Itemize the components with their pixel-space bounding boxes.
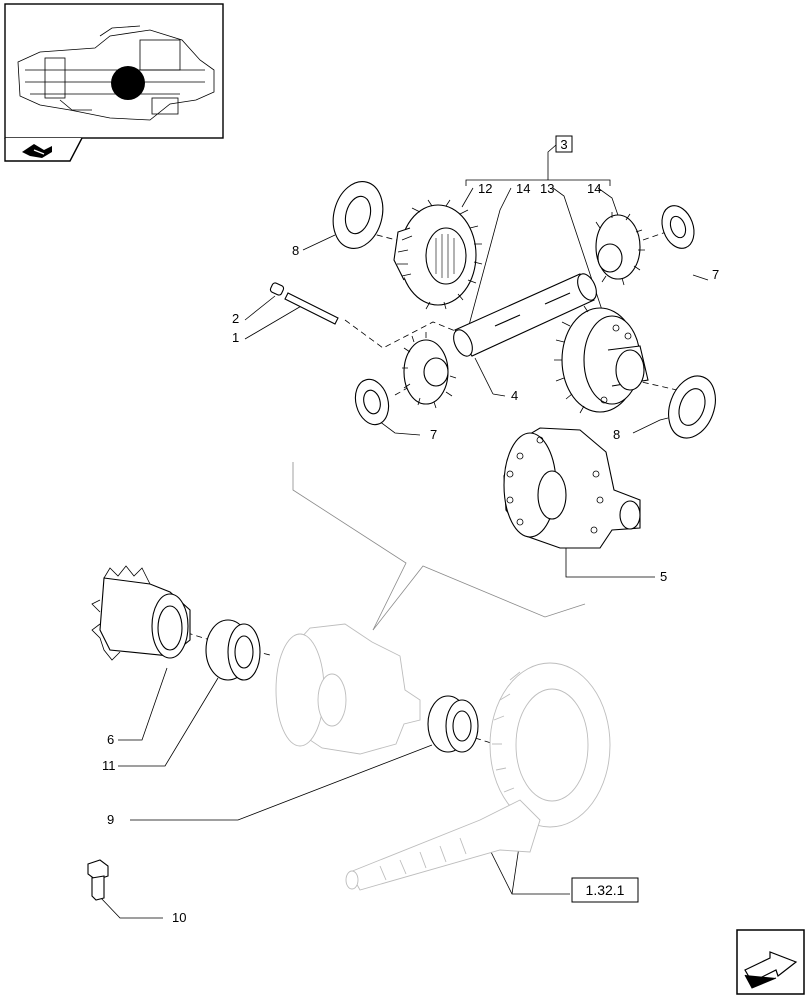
callout-5: 5: [660, 569, 667, 584]
callout-10: 10: [172, 910, 186, 925]
book-icon: [22, 144, 52, 158]
callout-14-left: 14: [516, 181, 530, 196]
side-gear-right: [554, 305, 649, 414]
bearing-left: [205, 619, 261, 681]
cross-shaft: [453, 273, 597, 357]
callout-9: 9: [107, 812, 114, 827]
callout-2: 2: [232, 311, 239, 326]
reference-box[interactable]: 1.32.1: [571, 877, 639, 903]
plug: [269, 282, 285, 296]
callout-11: 11: [102, 758, 116, 773]
callout-1: 1: [232, 330, 239, 345]
reference-label: 1.32.1: [586, 882, 625, 898]
callout-8-right: 8: [613, 427, 620, 442]
callout-14-right: 14: [587, 181, 601, 196]
callout-4: 4: [511, 388, 518, 403]
callout-6: 6: [107, 732, 114, 747]
bolt: [87, 859, 109, 901]
side-gear-left: [393, 199, 483, 310]
callout-7-right: 7: [712, 267, 719, 282]
leader-lines: [99, 187, 709, 919]
small-washer-right: [661, 205, 695, 249]
bearing-right: [427, 695, 479, 753]
callout-12: 12: [478, 181, 492, 196]
small-washer-left: [354, 378, 390, 426]
callout-7-left: 7: [430, 427, 437, 442]
ghost-pinion-shaft: [345, 799, 541, 891]
callout-13: 13: [540, 181, 554, 196]
callout-8-left: 8: [292, 243, 299, 258]
pinion-gear-right: [595, 212, 645, 286]
pinion-gear-left: [402, 332, 457, 409]
thrust-washer-left: [332, 181, 384, 249]
differential-housing: [503, 427, 641, 549]
group-bracket: [465, 135, 611, 186]
explode-lines: [292, 462, 586, 631]
tractor-transmission-thumbnail: [17, 25, 215, 121]
callout-labels: 3 12 14 13 14 8 7 2 1 4 7 8 5 6 11 9 10: [102, 137, 719, 925]
highlight-dot: [111, 66, 145, 100]
lock-sleeve: [91, 565, 191, 661]
thumbnail-frame: [4, 3, 224, 162]
ghost-crown-wheel: [489, 662, 611, 828]
next-page-arrow-icon[interactable]: [736, 929, 805, 995]
callout-3: 3: [560, 137, 567, 152]
thrust-washer-right: [668, 375, 716, 439]
ghost-housing: [275, 623, 421, 755]
pin: [284, 292, 339, 325]
